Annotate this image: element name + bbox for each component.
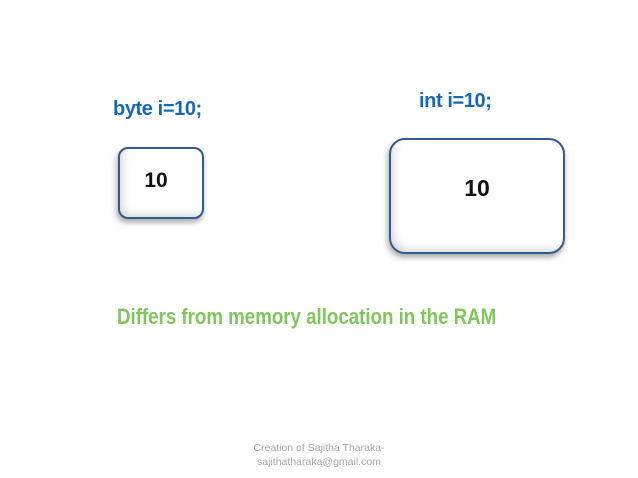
- footer-line-2: sajithatharaka@gmail.com: [257, 456, 381, 468]
- caption-text: Differs from memory allocation in the RA…: [117, 304, 497, 329]
- int-memory-box: 10: [389, 138, 565, 254]
- footer: Creation of Sajitha Tharaka- sajithathar…: [0, 441, 638, 469]
- int-memory-value: 10: [464, 174, 490, 201]
- byte-declaration-label: byte i=10;: [113, 98, 202, 120]
- footer-line-1: Creation of Sajitha Tharaka-: [253, 442, 385, 454]
- byte-memory-box: 10: [118, 147, 204, 219]
- int-declaration-label: int i=10;: [419, 90, 492, 112]
- byte-memory-value: 10: [144, 169, 168, 192]
